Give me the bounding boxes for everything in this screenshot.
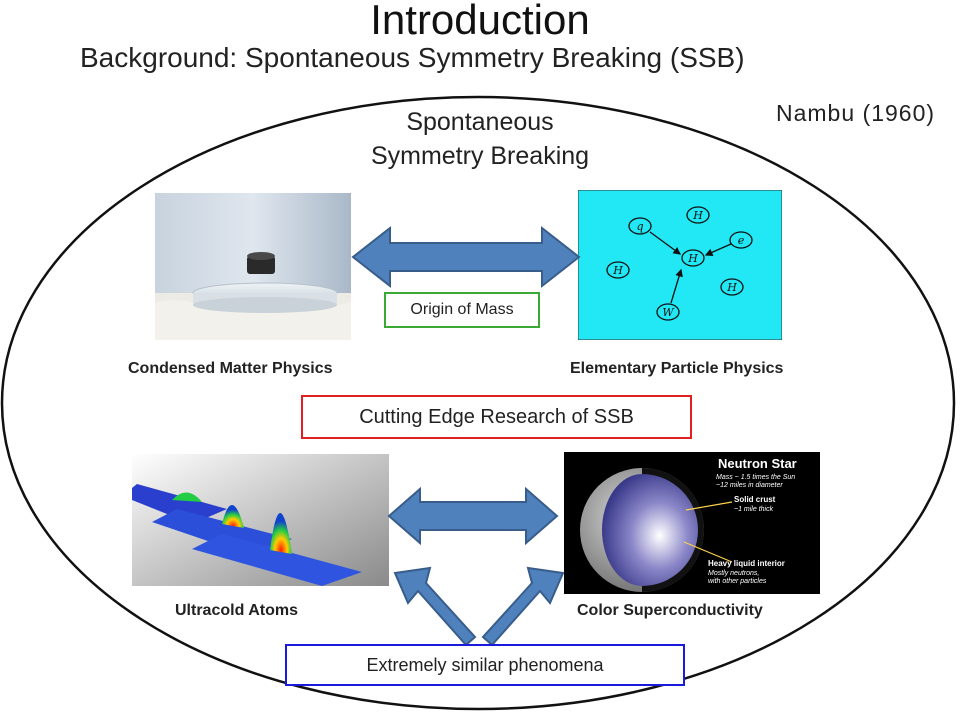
label-h4: H	[726, 281, 737, 294]
attribution: Nambu (1960)	[776, 100, 936, 126]
caption-color-superconductivity: Color Superconductivity	[577, 602, 763, 619]
ns-crust-2: ~1 mile thick	[734, 506, 774, 513]
caption-condensed-matter: Condensed Matter Physics	[128, 360, 333, 377]
ns-crust-1: Solid crust	[734, 495, 776, 504]
ns-interior-1: Heavy liquid interior	[708, 559, 785, 568]
ns-mass-2: ~12 miles in diameter	[716, 482, 783, 489]
caption-ultracold-atoms: Ultracold Atoms	[175, 602, 298, 619]
neutron-star-image: Neutron Star Mass ~ 1.5 times the Sun ~1…	[564, 452, 820, 594]
label-h3: H	[612, 264, 623, 277]
top-double-arrow	[351, 225, 581, 289]
diagonal-arrows	[393, 566, 565, 647]
ns-title: Neutron Star	[718, 456, 797, 471]
ssb-heading-line2: Symmetry Breaking	[370, 142, 590, 170]
ssb-heading: Spontaneous Symmetry Breaking	[330, 105, 630, 173]
ssb-heading-line1: Spontaneous	[406, 108, 554, 136]
ns-mass-1: Mass ~ 1.5 times the Sun	[716, 474, 795, 481]
label-q: q	[636, 220, 643, 233]
particle-diagram: q H e H H H W	[578, 190, 782, 340]
slide-subtitle: Background: Spontaneous Symmetry Breakin…	[80, 42, 745, 73]
cutting-edge-box: Cutting Edge Research of SSB	[301, 395, 692, 439]
label-w: W	[662, 306, 675, 319]
levitation-photo	[155, 193, 351, 340]
label-h2: H	[687, 252, 698, 265]
origin-of-mass-box: Origin of Mass	[384, 292, 540, 328]
ns-interior-2: Mostly neutrons,	[708, 570, 759, 577]
ns-interior-3: with other particles	[708, 578, 767, 585]
caption-elementary-particle: Elementary Particle Physics	[570, 360, 784, 377]
slide-title: Introduction	[370, 0, 590, 43]
middle-double-arrow	[387, 486, 559, 546]
label-e: e	[738, 234, 745, 247]
extremely-similar-box: Extremely similar phenomena	[285, 644, 685, 686]
label-h1: H	[692, 209, 703, 222]
ultracold-atoms-image	[132, 454, 389, 586]
